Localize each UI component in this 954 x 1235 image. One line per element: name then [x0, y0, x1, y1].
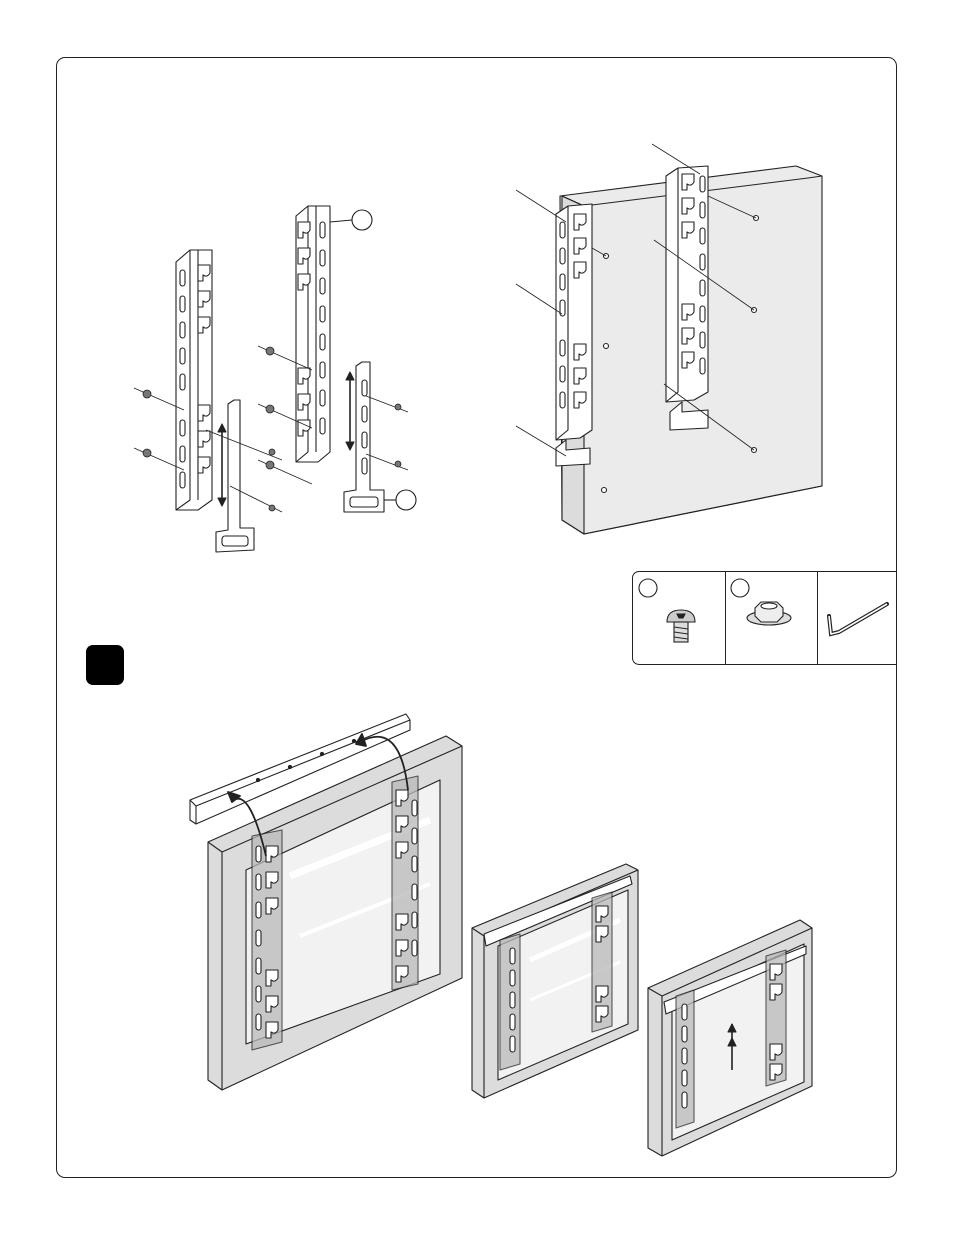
callout-circle-a [330, 210, 372, 230]
hex-nut-icon [731, 579, 791, 625]
parts-icons [633, 572, 898, 666]
mounted-bracket-left [556, 204, 592, 466]
tv-medium [472, 864, 638, 1098]
parts-list-box [632, 571, 897, 665]
extension-arm-left [216, 400, 254, 552]
tv-small [648, 920, 812, 1156]
extension-arm-right [344, 362, 384, 512]
callout-circle-b [384, 490, 416, 510]
step-number-badge [86, 645, 124, 685]
bracket-right-exploded [296, 206, 330, 462]
hex-key-icon [829, 604, 887, 634]
screw-icon [639, 579, 695, 642]
bracket-left-exploded [176, 250, 212, 510]
